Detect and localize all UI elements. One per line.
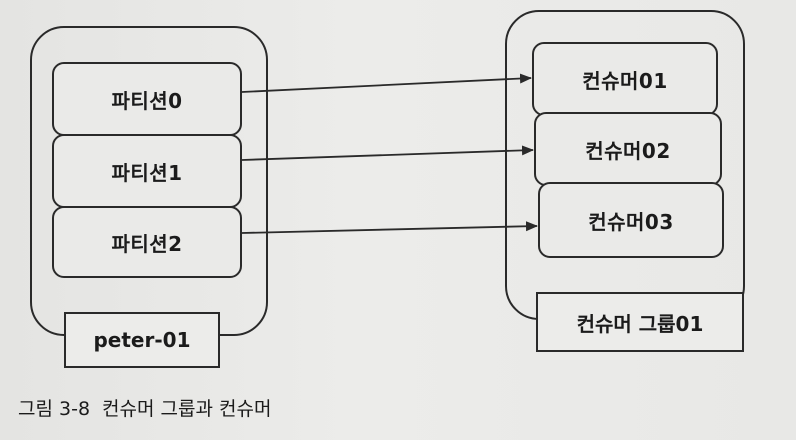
consumer-01: 컨슈머01 xyxy=(532,42,718,116)
figure-caption-text: 컨슈머 그룹과 컨슈머 xyxy=(102,398,272,420)
consumer-02: 컨슈머02 xyxy=(534,112,722,186)
partition-2-label: 파티션2 xyxy=(111,231,183,256)
consumer-group-name-box: 컨슈머 그룹01 xyxy=(536,292,744,352)
partition-0-label: 파티션0 xyxy=(111,88,183,113)
partition-2: 파티션2 xyxy=(52,206,242,278)
topic-name-box: peter-01 xyxy=(64,312,220,368)
consumer-03-label: 컨슈머03 xyxy=(588,209,674,234)
consumer-01-label: 컨슈머01 xyxy=(582,68,668,93)
consumer-03: 컨슈머03 xyxy=(538,182,724,258)
topic-name: peter-01 xyxy=(93,328,191,352)
arrow-partition2-to-consumer03 xyxy=(241,221,538,234)
consumer-02-label: 컨슈머02 xyxy=(585,138,671,163)
figure-caption: 그림 3-8 컨슈머 그룹과 컨슈머 xyxy=(18,394,271,421)
consumer-group-name: 컨슈머 그룹01 xyxy=(576,311,704,336)
partition-0: 파티션0 xyxy=(52,62,242,136)
partition-1: 파티션1 xyxy=(52,134,242,208)
arrow-partition0-to-consumer01 xyxy=(241,73,532,93)
partition-1-label: 파티션1 xyxy=(111,160,183,185)
figure-number: 그림 3-8 xyxy=(18,398,91,420)
arrow-partition1-to-consumer02 xyxy=(241,145,534,161)
